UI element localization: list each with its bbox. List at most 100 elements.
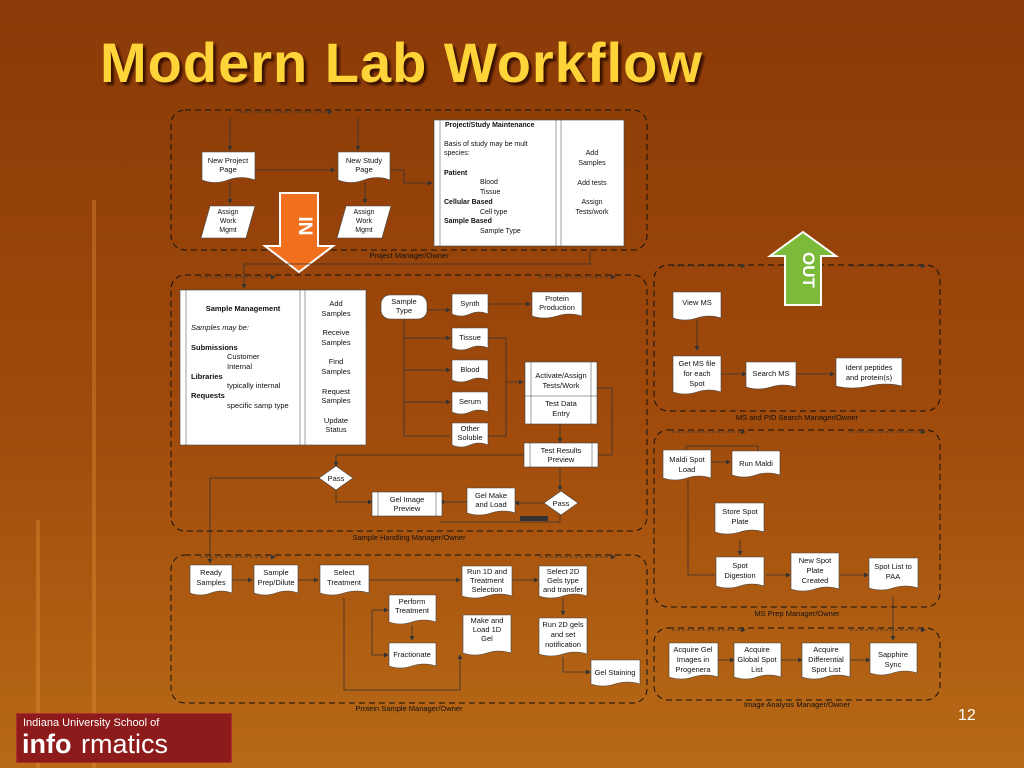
- node-label: Production: [539, 303, 575, 312]
- node-label: Project/Study Maintenance: [445, 122, 535, 129]
- lane-label-ms-prep: MS Prep Manager/Owner: [754, 609, 840, 618]
- node-pass-1[interactable]: Pass: [318, 465, 354, 491]
- node-blood[interactable]: Blood: [451, 359, 489, 383]
- node-label: Perform: [399, 597, 426, 606]
- node-tissue[interactable]: Tissue: [451, 327, 489, 351]
- node-search-ms[interactable]: Search MS: [745, 361, 797, 390]
- node-new-study-page[interactable]: New Study Page: [337, 151, 391, 183]
- node-label: Gel: [481, 634, 493, 643]
- lane-label-protein-sample: Protein Sample Manager/Owner: [355, 704, 463, 713]
- node-label: Activate/Assign: [535, 371, 586, 380]
- decor-stripe: [36, 520, 40, 768]
- node-serum[interactable]: Serum: [451, 391, 489, 415]
- node-run-1d[interactable]: Run 1D and Treatment Selection: [461, 565, 513, 599]
- node-fractionate[interactable]: Fractionate: [388, 642, 437, 669]
- node-label: typically internal: [227, 381, 281, 390]
- node-label: Images in: [677, 655, 710, 664]
- node-label: Samples: [321, 396, 350, 405]
- node-spot-digestion[interactable]: Spot Digestion: [715, 556, 765, 589]
- page-title: Modern Lab Workflow: [100, 31, 703, 94]
- node-label: Preview: [394, 504, 421, 513]
- decor-stripe: [92, 200, 96, 768]
- node-test-results-preview[interactable]: Test Results Preview: [523, 442, 599, 468]
- node-protein-production[interactable]: Protein Production: [531, 291, 583, 319]
- node-new-spot-plate[interactable]: New Spot Plate Created: [790, 552, 840, 592]
- node-label: Selection: [472, 585, 503, 594]
- node-label: Sample: [391, 297, 416, 306]
- node-label: Load 1D: [473, 625, 502, 634]
- node-sapphire-sync[interactable]: Sapphire Sync: [869, 642, 918, 676]
- node-label: Test Results: [541, 446, 582, 455]
- lane-sample-handling: [170, 274, 648, 532]
- node-sample-type[interactable]: Sample Type: [380, 294, 428, 320]
- logo-rest: rmatics: [81, 729, 168, 759]
- node-label: Gel Staining: [595, 668, 636, 677]
- node-assign-work-1[interactable]: Assign Work Mgmt: [200, 205, 256, 239]
- node-pass-2[interactable]: Pass: [543, 490, 579, 516]
- lane-label-sample-handling: Sample Handling Manager/Owner: [353, 533, 466, 542]
- node-label: Type: [396, 306, 412, 315]
- node-run-2d[interactable]: Run 2D gels and set notification: [538, 617, 588, 657]
- node-ready-samples[interactable]: Ready Samples: [189, 564, 233, 596]
- node-label: and set: [551, 630, 577, 639]
- node-label: Fractionate: [393, 650, 431, 659]
- node-label: Samples: [578, 160, 606, 167]
- node-label: Samples: [321, 367, 350, 376]
- node-sample-management[interactable]: Sample Management Samples may be: Submis…: [179, 289, 367, 446]
- node-new-project-page[interactable]: New Project Page: [201, 151, 256, 183]
- node-perform-treatment[interactable]: Perform Treatment: [388, 594, 437, 625]
- node-label: Samples: [321, 309, 350, 318]
- node-label: Tests/work: [575, 209, 609, 216]
- node-label: Customer: [227, 352, 260, 361]
- node-run-maldi[interactable]: Run Maldi: [731, 450, 781, 478]
- node-label: Treatment: [470, 576, 505, 585]
- node-label: Add tests: [577, 180, 607, 187]
- node-acquire-gel-images[interactable]: Acquire Gel Images in Progenera: [668, 642, 719, 680]
- node-spot-list-paa[interactable]: Spot List to PAA: [868, 557, 919, 591]
- node-acquire-differential[interactable]: Acquire Differential Spot List: [801, 642, 851, 680]
- node-label: Prep/Dilute: [257, 578, 294, 587]
- node-select-2d[interactable]: Select 2D Gels type and transfer: [538, 565, 588, 599]
- node-store-spot-plate[interactable]: Store Spot Plate: [714, 502, 765, 535]
- node-label: Add: [586, 150, 599, 157]
- node-label: Submissions: [191, 343, 238, 352]
- node-gel-make-load[interactable]: Gel Make and Load: [466, 487, 516, 516]
- node-label: Libraries: [191, 372, 223, 381]
- node-label: for each: [683, 369, 710, 378]
- node-label: Plate: [731, 517, 748, 526]
- node-get-ms-file[interactable]: Get MS file for each Spot: [672, 355, 722, 395]
- node-maldi-spot-load[interactable]: Maldi Spot Load: [662, 449, 712, 481]
- node-make-load-1d[interactable]: Make and Load 1D Gel: [462, 614, 512, 656]
- node-label: Soluble: [457, 433, 482, 442]
- node-label: Samples: [321, 338, 350, 347]
- node-label: IN: [294, 217, 315, 236]
- logo-bold: info: [22, 729, 72, 759]
- node-label: Spot List: [811, 665, 841, 674]
- node-label: Requests: [191, 391, 225, 400]
- node-activate-assign[interactable]: Activate/Assign Tests/Work Test Data Ent…: [524, 361, 598, 425]
- node-label: Other: [461, 424, 480, 433]
- node-label: Internal: [227, 362, 252, 371]
- node-project-study-maintenance[interactable]: Project/Study Maintenance Basis of study…: [433, 119, 625, 247]
- node-acquire-global-spot[interactable]: Acquire Global Spot List: [733, 642, 782, 680]
- node-label: Global Spot: [737, 655, 777, 664]
- node-label: Run Maldi: [739, 459, 773, 468]
- node-ident-peptides[interactable]: Ident peptides and protein(s): [835, 357, 903, 389]
- node-label: New Project: [208, 156, 249, 165]
- node-gel-staining[interactable]: Gel Staining: [590, 659, 641, 687]
- node-view-ms[interactable]: View MS: [672, 291, 722, 321]
- node-select-treatment[interactable]: Select Treatment: [319, 564, 370, 596]
- node-sample-prep[interactable]: Sample Prep/Dilute: [253, 564, 299, 596]
- node-label: Page: [355, 165, 373, 174]
- node-assign-work-2[interactable]: Assign Work Mgmt: [336, 205, 392, 239]
- node-label: Load: [679, 465, 696, 474]
- node-label: Basis of study may be mult: [444, 141, 528, 148]
- node-gel-image-preview[interactable]: Gel Image Preview: [371, 491, 443, 517]
- node-label: and transfer: [543, 585, 584, 594]
- node-synth[interactable]: Synth: [451, 293, 489, 317]
- node-label: Digestion: [724, 571, 755, 580]
- out-arrow: OUT: [766, 230, 840, 306]
- node-label: Run 2D gels: [542, 620, 584, 629]
- node-other-soluble[interactable]: Other Soluble: [451, 422, 489, 448]
